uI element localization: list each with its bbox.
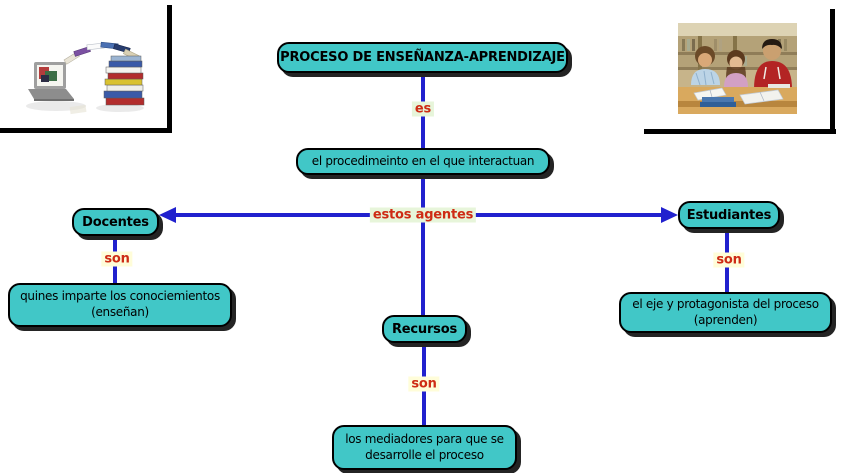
students-studying-photo[interactable] — [678, 23, 797, 114]
node-estudiantes[interactable]: Estudiantes — [678, 201, 780, 229]
node-recursos-desc-line2: desarrolle el proceso — [365, 447, 484, 462]
node-procedimiento[interactable]: el procedimeinto en el que interactuan — [296, 148, 550, 175]
node-estudiantes-desc-line2: (aprenden) — [693, 312, 758, 327]
node-recursos-desc[interactable]: los mediadores para que se desarrolle el… — [332, 425, 517, 470]
node-proceso-ensenanza-aprendizaje[interactable]: PROCESO DE ENSEÑANZA-APRENDIZAJE — [277, 42, 568, 73]
books-laptop-clipart[interactable] — [14, 28, 156, 116]
node-recursos[interactable]: Recursos — [382, 315, 467, 343]
node-procedimiento-text: el procedimeinto en el que interactuan — [311, 153, 535, 168]
node-estudiantes-desc-line1: el eje y protagonista del proceso — [632, 296, 819, 311]
node-recursos-desc-line1: los mediadores para que se — [345, 431, 504, 446]
frame-line-topright-vertical — [830, 9, 835, 134]
link-label-son-docentes[interactable]: son — [101, 251, 133, 267]
node-docentes[interactable]: Docentes — [72, 208, 159, 236]
connector-procedimiento-recursos — [421, 175, 425, 316]
node-docentes-desc-line2: (enseñan) — [91, 305, 149, 319]
frame-line-topright-horizontal — [644, 129, 836, 134]
link-label-son-recursos[interactable]: son — [408, 376, 440, 392]
link-label-son-estudiantes[interactable]: son — [713, 252, 745, 268]
link-label-estos-agentes[interactable]: estos agentes — [369, 207, 477, 223]
node-docentes-desc[interactable]: quines imparte los conociemientos (enseñ… — [8, 283, 232, 327]
frame-line-topleft-horizontal — [0, 128, 172, 133]
frame-line-topleft-vertical — [167, 5, 172, 133]
arrowhead-to-estudiantes — [661, 207, 678, 223]
node-estudiantes-desc[interactable]: el eje y protagonista del proceso (apren… — [619, 292, 832, 333]
arrowhead-to-docentes — [159, 207, 176, 223]
node-docentes-desc-line1: quines imparte los conociemientos — [20, 289, 220, 304]
link-label-es[interactable]: es — [411, 101, 435, 117]
